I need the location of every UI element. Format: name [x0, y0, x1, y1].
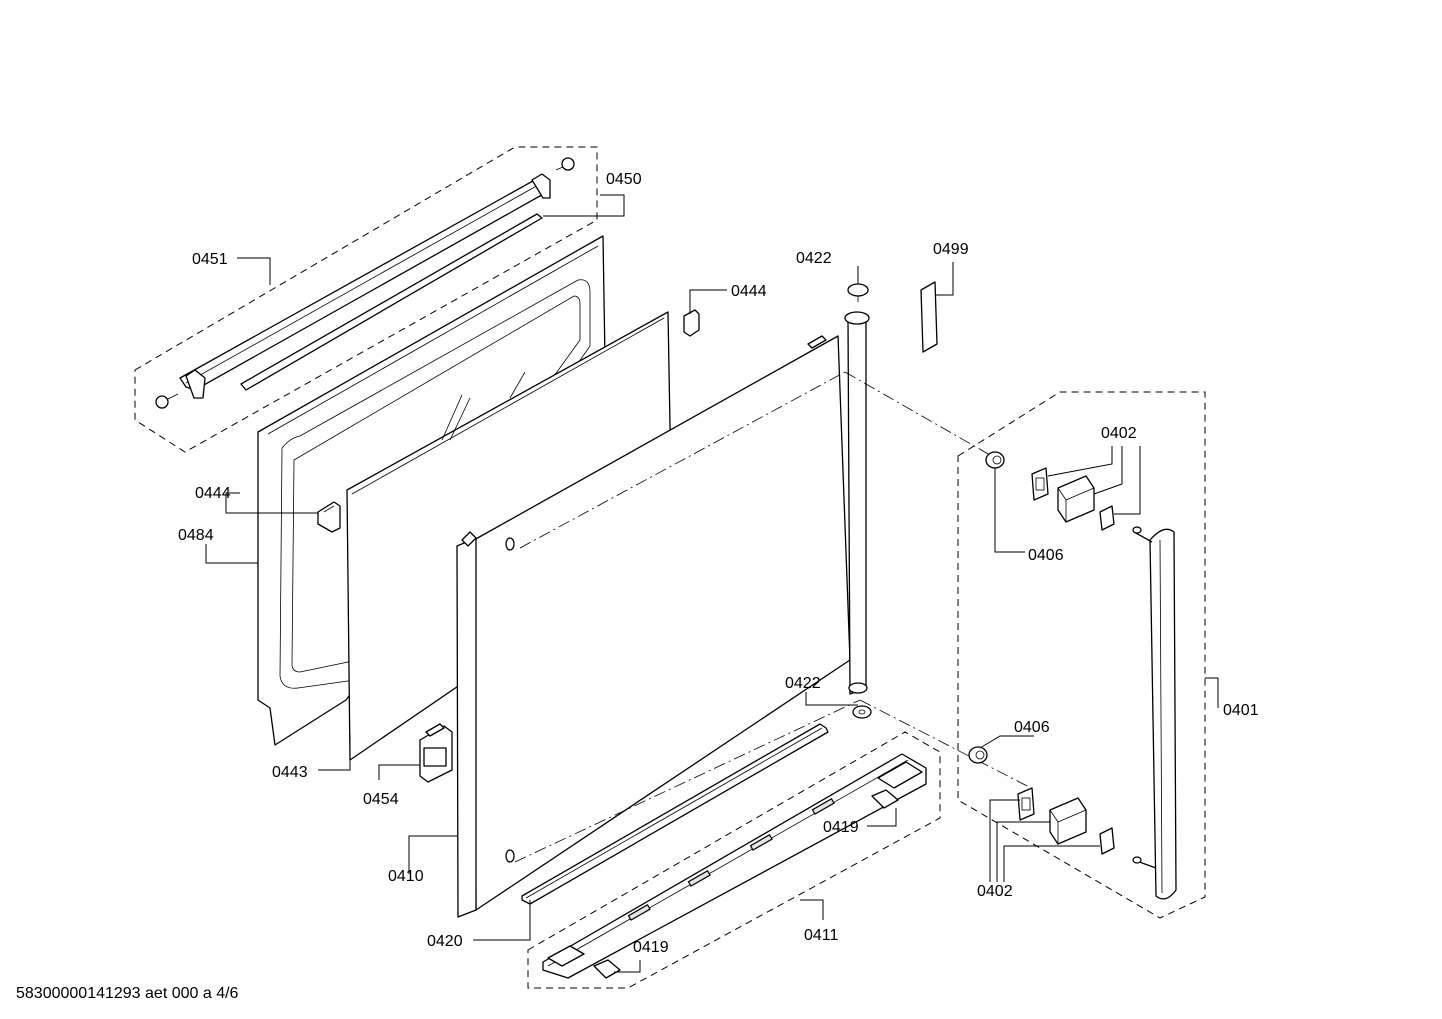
- spacer-0406-top: [985, 451, 1005, 469]
- clip-0444-top: [683, 309, 700, 337]
- label-0402-bottom: 0402: [977, 883, 1013, 900]
- screw-top-right: [555, 157, 575, 171]
- clip-0419-bottom: [593, 959, 621, 979]
- label-0444-left: 0444: [195, 485, 231, 502]
- handle-bar-part: [1132, 526, 1177, 900]
- label-0422-bottom: 0422: [785, 675, 821, 692]
- label-0444-top: 0444: [731, 283, 767, 300]
- mount-set-0402-bottom: [1017, 787, 1115, 855]
- label-0443: 0443: [272, 764, 308, 781]
- mount-set-0402-top: [1031, 467, 1115, 531]
- label-0451: 0451: [192, 251, 228, 268]
- label-0406-bottom: 0406: [1014, 719, 1050, 736]
- label-0402-top: 0402: [1101, 425, 1137, 442]
- hinge-bracket-part: [419, 723, 453, 783]
- label-0419-right: 0419: [823, 819, 859, 836]
- screw-0422-top: [847, 283, 869, 302]
- top-trim-strip-part: [179, 173, 551, 399]
- spacer-0406-bottom: [968, 746, 988, 764]
- label-0420: 0420: [427, 933, 463, 950]
- bottom-trim-part: [542, 753, 927, 979]
- label-0419-bottom: 0419: [633, 939, 669, 956]
- label-0422-top: 0422: [796, 250, 832, 267]
- washer-0422-bottom: [852, 705, 872, 719]
- label-0410: 0410: [388, 868, 424, 885]
- screw-left: [155, 393, 179, 409]
- label-0450: 0450: [606, 171, 642, 188]
- label-0411: 0411: [804, 927, 839, 944]
- label-0454: 0454: [363, 791, 399, 808]
- group-box-bottom-trim: [527, 731, 941, 989]
- label-strip-part: [920, 281, 938, 353]
- clip-0419-right: [871, 789, 899, 809]
- label-0499: 0499: [933, 241, 969, 258]
- clip-0444-left: [317, 501, 341, 533]
- document-id: 58300000141293 aet 000 a 4/6: [16, 985, 239, 1002]
- group-box-handle: [957, 391, 1206, 919]
- label-0484: 0484: [178, 527, 214, 544]
- label-0406-top: 0406: [1028, 547, 1064, 564]
- outer-door-frame-part: [456, 311, 870, 918]
- label-0401: 0401: [1223, 702, 1259, 719]
- bottom-seal-strip-part: [521, 723, 829, 905]
